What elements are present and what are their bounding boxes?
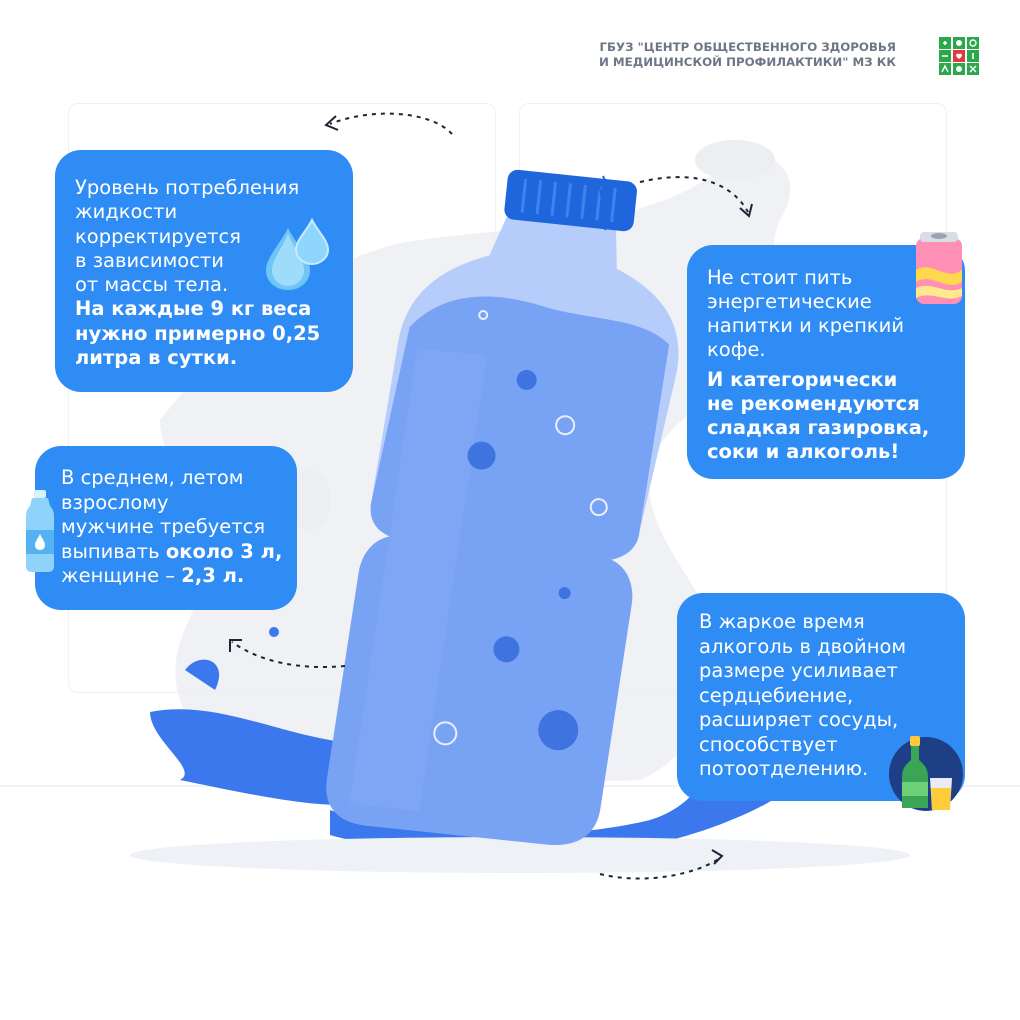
- soda-can-icon: [916, 232, 962, 304]
- body-weight-card: Уровень потребления жидкости корректируе…: [55, 150, 353, 392]
- blue-splash-shape: [150, 709, 364, 805]
- card-text-line: Не стоит пить: [707, 266, 853, 289]
- card-bold-line: не рекомендуются: [707, 392, 920, 415]
- card-text-line: взрослому: [61, 490, 169, 514]
- card-text-line: потоотделению.: [699, 757, 869, 780]
- card-text-line: жидкости: [75, 200, 178, 224]
- card-text-line: В жаркое время: [699, 610, 865, 633]
- card-bold-line: соки и алкоголь!: [707, 440, 900, 463]
- arrow-top-left: [329, 112, 453, 135]
- org-name-line-1: ГБУЗ "ЦЕНТР ОБЩЕСТВЕННОГО ЗДОРОВЬЯ: [599, 40, 896, 54]
- card-bold-line: На каждые 9 кг веса: [75, 297, 312, 321]
- card-text-line: выпивать около 3 л,: [61, 540, 297, 565]
- card-text-line: корректируется: [75, 224, 241, 248]
- card-text-line: В среднем, летом: [61, 466, 244, 489]
- arrow-top-right: [639, 176, 749, 213]
- card-text-line: способствует: [699, 732, 838, 756]
- card-text-line: женщине – 2,3 л.: [61, 564, 297, 589]
- card-text-line: размере усиливает: [699, 659, 898, 682]
- card-text-line: от массы тела.: [75, 273, 229, 297]
- card-text-regular: выпивать: [61, 539, 166, 563]
- card-text-bold: 2,3 л.: [181, 564, 245, 587]
- card-text-bold: около 3 л,: [165, 539, 283, 563]
- bottle-and-glass-icon: [889, 736, 963, 811]
- card-bold-line: И категорически: [707, 368, 898, 391]
- org-name-line-2: И МЕДИЦИНСКОЙ ПРОФИЛАКТИКИ" МЗ КК: [598, 55, 896, 69]
- card-text-line: сердцебиение,: [699, 683, 854, 707]
- card-text-line: алкоголь в двойном: [699, 634, 907, 658]
- card-text-line: напитки и крепкий: [707, 314, 905, 337]
- card-text-line: кофе.: [707, 338, 766, 361]
- card-text-regular: женщине –: [61, 564, 182, 587]
- card-text-line: в зависимости: [75, 248, 224, 272]
- organization-name: ГБУЗ "ЦЕНТР ОБЩЕСТВЕННОГО ЗДОРОВЬЯ И МЕД…: [560, 40, 896, 70]
- water-drops-icon: [266, 218, 330, 290]
- arrow-mid-left: [231, 641, 346, 668]
- card-text-line: энергетические: [707, 290, 872, 313]
- daily-need-card: В среднем, летом взрослому мужчине требу…: [35, 446, 297, 610]
- health-center-logo-icon: [939, 37, 979, 75]
- water-bottle-illustration: [326, 169, 679, 845]
- card-bold-line: литра в сутки.: [75, 346, 238, 370]
- card-bold-line: нужно примерно 0,25: [75, 321, 321, 345]
- card-bold-line: сладкая газировка,: [707, 416, 930, 439]
- water-bottle-icon: [26, 490, 54, 572]
- card-text-line: Уровень потребления: [75, 176, 300, 199]
- card-text-line: расширяет сосуды,: [699, 708, 899, 731]
- card-text-line: мужчине требуется: [61, 515, 266, 538]
